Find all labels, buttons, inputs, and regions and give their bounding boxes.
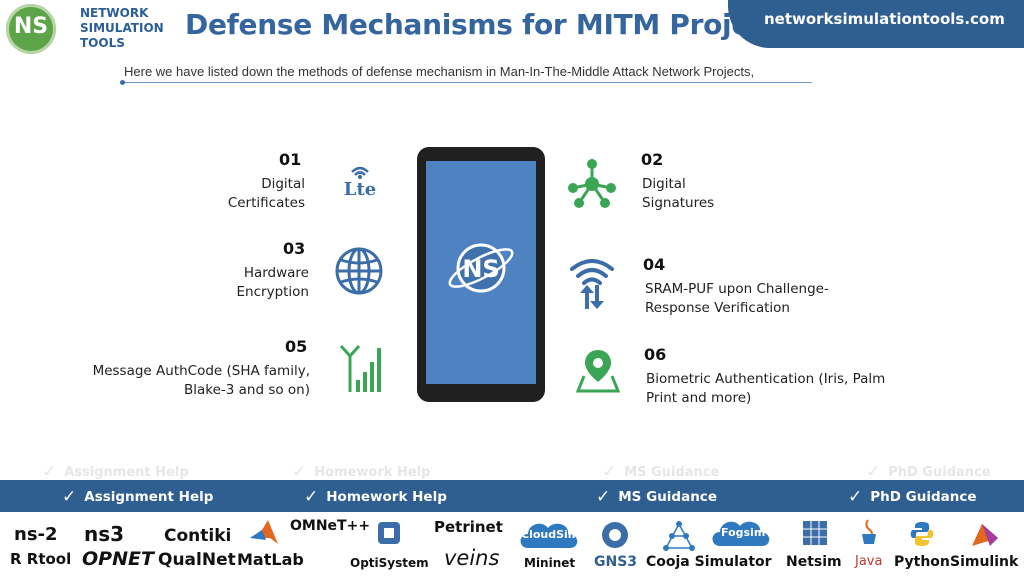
network-nodes-icon	[565, 158, 619, 214]
item-05-number: 05	[285, 337, 308, 356]
ghost-assignment: ✓Assignment Help	[42, 462, 189, 482]
tool-matlab: MatLab	[237, 550, 304, 569]
item-04-line-1: SRAM-PUF upon Challenge-	[645, 281, 829, 297]
service-homework-help[interactable]: ✓Homework Help	[304, 487, 447, 507]
omnet-logo-icon	[376, 520, 402, 550]
ns-logo-icon: NS	[6, 4, 56, 54]
tool-veins: veins	[444, 546, 500, 570]
item-05-label: Message AuthCode (SHA family, Blake-3 an…	[80, 362, 310, 400]
logo-text: NETWORK SIMULATION TOOLS	[80, 6, 164, 51]
brand-logo: NS NETWORK SIMULATION TOOLS	[6, 2, 166, 54]
tool-gns3: GNS3	[594, 554, 638, 570]
tool-qualnet: QualNet	[158, 550, 236, 570]
tool-java: Java	[855, 554, 883, 569]
python-logo-icon	[908, 520, 936, 552]
item-01-line-2: Certificates	[227, 195, 305, 211]
item-03-line-1: Hardware	[243, 265, 309, 281]
svg-text:Lte: Lte	[344, 179, 376, 200]
logo-line-2: SIMULATION	[80, 21, 164, 35]
tool-simulink: Simulink	[950, 554, 1019, 570]
item-06-number: 06	[644, 345, 667, 364]
signal-tower-icon	[336, 342, 388, 398]
item-02-line-1: Digital	[642, 176, 686, 192]
tool-petrinet: Petrinet	[434, 518, 503, 536]
tool-fogsim: Fogsim	[721, 526, 766, 539]
ghost-homework: ✓Homework Help	[292, 462, 431, 482]
item-03-label: Hardware Encryption	[160, 264, 309, 302]
tool-netsim: Netsim	[786, 554, 842, 570]
item-01-number: 01	[279, 150, 302, 169]
item-02-number: 02	[641, 150, 664, 169]
wifi-transfer-icon	[568, 255, 616, 315]
tool-optisystem: OptiSystem	[350, 556, 429, 570]
lte-signal-icon: Lte	[338, 160, 382, 204]
fogsim-cloud-icon	[708, 518, 774, 552]
check-icon: ✓	[304, 487, 319, 507]
tool-opnet: OPNET	[82, 548, 154, 570]
item-04-label: SRAM-PUF upon Challenge- Response Verifi…	[645, 280, 885, 318]
item-03-line-2: Encryption	[236, 284, 309, 300]
netsim-grid-icon	[802, 520, 828, 550]
item-02-line-2: Signatures	[642, 195, 715, 211]
cooja-mesh-icon	[662, 520, 696, 556]
item-06-line-2: Print and more)	[646, 390, 752, 406]
check-icon: ✓	[848, 487, 863, 507]
phone-ns-logo-icon: NS	[444, 237, 518, 299]
check-icon: ✓	[62, 487, 77, 507]
item-06-line-1: Biometric Authentication (Iris, Palm	[646, 371, 886, 387]
logo-initials: NS	[13, 14, 49, 39]
service-phd-guidance[interactable]: ✓PhD Guidance	[848, 487, 977, 507]
services-reflection: ✓Assignment Help ✓Homework Help ✓MS Guid…	[0, 458, 1024, 482]
site-link[interactable]: networksimulationtools.com	[764, 10, 1005, 28]
item-05-line-1: Message AuthCode (SHA family,	[92, 363, 310, 379]
tool-omnet: OMNeT++	[290, 518, 371, 534]
services-band: ✓Assignment Help ✓Homework Help ✓MS Guid…	[0, 480, 1024, 512]
logo-line-3: TOOLS	[80, 36, 125, 50]
tool-logos: ns-2 ns3 Contiki OMNeT++ Petrinet CloudS…	[0, 514, 1024, 576]
logo-line-1: NETWORK	[80, 6, 149, 20]
tool-ns2: ns-2	[14, 524, 58, 545]
java-cup-icon	[858, 518, 882, 550]
ghost-phd: ✓PhD Guidance	[866, 462, 991, 482]
tool-python: Python	[894, 554, 950, 570]
item-02-label: Digital Signatures	[642, 175, 842, 213]
simulink-logo-icon	[968, 520, 1002, 554]
item-01-line-1: Digital	[261, 176, 305, 192]
intro-dot	[120, 80, 125, 85]
tool-mininet: Mininet	[524, 556, 576, 570]
globe-icon	[334, 246, 384, 300]
item-01-label: Digital Certificates	[160, 175, 305, 213]
intro-underline	[122, 82, 812, 83]
ghost-ms: ✓MS Guidance	[602, 462, 720, 482]
intro-text: Here we have listed down the methods of …	[124, 64, 755, 79]
tool-ns3: ns3	[84, 522, 125, 546]
item-05-line-2: Blake-3 and so on)	[183, 382, 310, 398]
map-pin-icon	[574, 346, 622, 398]
tool-rtool: R Rtool	[10, 550, 72, 568]
tool-cooja: Cooja Simulator	[646, 554, 772, 570]
item-03-number: 03	[283, 239, 306, 258]
page-title: Defense Mechanisms for MITM Projects	[185, 8, 796, 41]
item-04-number: 04	[643, 255, 666, 274]
service-ms-guidance[interactable]: ✓MS Guidance	[596, 487, 717, 507]
tool-cloudsim: CloudSim	[521, 528, 580, 541]
matlab-logo-icon	[248, 518, 280, 552]
gns3-logo-icon	[598, 520, 632, 554]
tool-contiki: Contiki	[164, 526, 232, 546]
site-tab[interactable]: networksimulationtools.com	[728, 0, 1024, 48]
phone-logo-text: NS	[462, 255, 499, 283]
item-06-label: Biometric Authentication (Iris, Palm Pri…	[646, 370, 896, 408]
item-04-line-2: Response Verification	[645, 300, 790, 316]
service-assignment-help[interactable]: ✓Assignment Help	[62, 487, 214, 507]
cloudsim-cloud-icon	[516, 518, 582, 554]
check-icon: ✓	[596, 487, 611, 507]
